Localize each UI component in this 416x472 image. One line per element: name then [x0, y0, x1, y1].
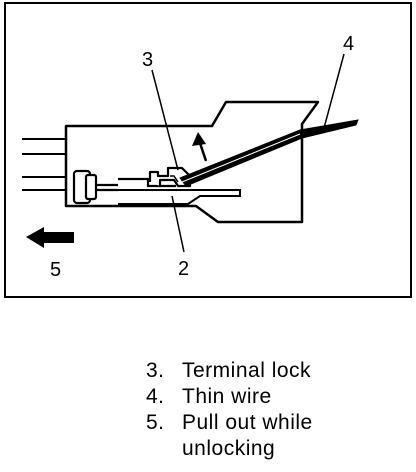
legend-item-number: 4. — [146, 385, 165, 408]
lift-arrow-icon — [192, 132, 208, 162]
legend-item: 4. Thin wire — [146, 384, 313, 410]
legend-item-label: Pull out while — [182, 411, 313, 434]
thin-wire-tool-edge — [181, 133, 301, 183]
connector-diagram: 3 4 5 2 — [4, 2, 412, 298]
legend-item-number: 5. — [146, 411, 165, 434]
legend-item-number: 3. — [146, 359, 165, 382]
callout-3: 3 — [142, 49, 153, 71]
terminal-cavity — [118, 189, 241, 205]
terminal-lock — [148, 166, 192, 188]
parts-legend: 3. Terminal lock 4. Thin wire 5. Pull ou… — [146, 358, 313, 462]
diagram-frame — [4, 2, 412, 298]
legend-item: 5. Pull out while — [146, 410, 313, 436]
legend-item-continuation: unlocking — [182, 437, 276, 460]
legend-item-label: Terminal lock — [182, 359, 312, 382]
thin-wire-tool — [179, 119, 359, 187]
callout-2: 2 — [178, 258, 189, 280]
connector-housing — [64, 100, 320, 224]
lead-wires — [22, 138, 72, 191]
legend-item-label: Thin wire — [182, 385, 272, 408]
callout-4: 4 — [343, 33, 354, 55]
legend-item: 3. Terminal lock — [146, 358, 313, 384]
leader-lines — [151, 53, 345, 253]
pull-out-arrow-icon — [26, 227, 74, 248]
callout-5: 5 — [50, 259, 61, 281]
terminal-lock-notch — [170, 175, 179, 183]
crimp-terminal — [72, 169, 176, 205]
